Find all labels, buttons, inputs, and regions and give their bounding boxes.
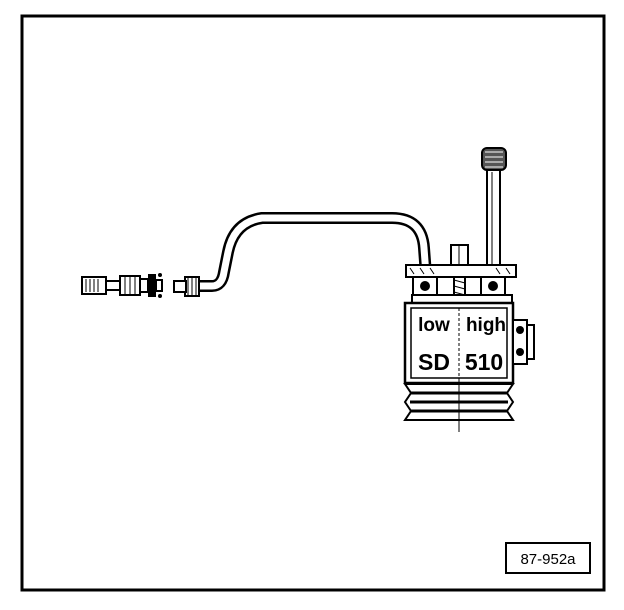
side-fitting xyxy=(512,319,535,365)
pipe-nut xyxy=(173,276,200,297)
figure-reference-box: 87-952a xyxy=(505,542,591,574)
figure-frame xyxy=(20,14,606,592)
label-low: low xyxy=(418,315,450,336)
model-number: 510 xyxy=(465,349,503,375)
center-bolt xyxy=(450,244,469,308)
label-high: high xyxy=(466,315,506,336)
compressor: low high SD 510 xyxy=(403,147,535,432)
service-coupling xyxy=(81,273,163,298)
valve-handle xyxy=(481,147,507,271)
hose-assembly xyxy=(81,212,432,298)
model-prefix: SD xyxy=(418,349,450,375)
pulley xyxy=(403,378,515,432)
figure-reference: 87-952a xyxy=(520,551,576,568)
service-ports xyxy=(411,276,513,304)
